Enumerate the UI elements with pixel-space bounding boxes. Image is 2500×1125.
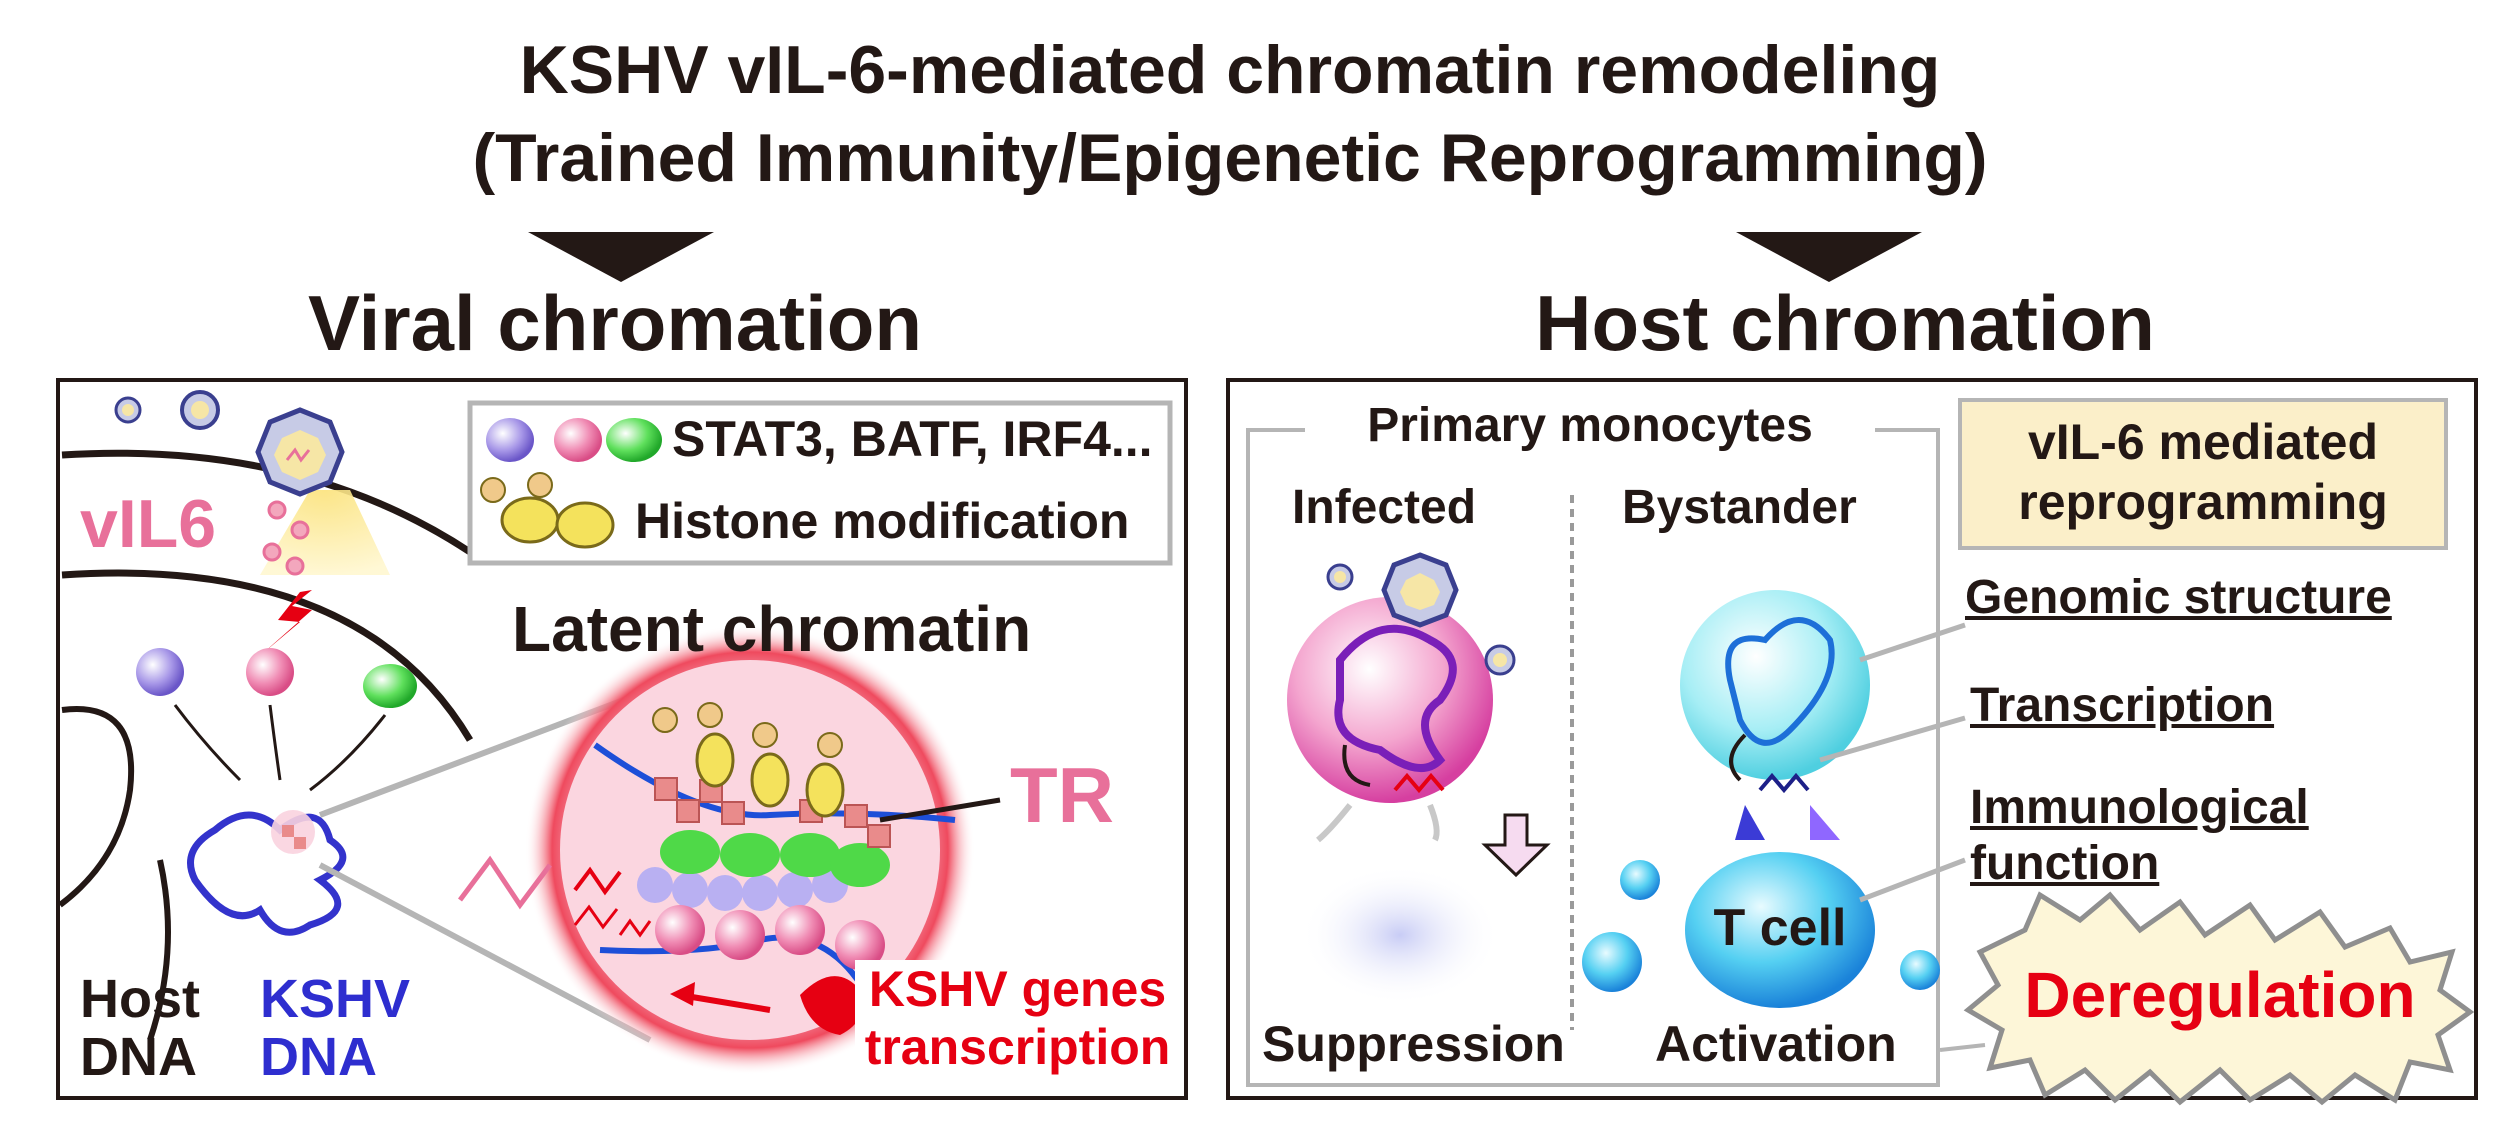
legend-factors-text: STAT3, BATF, IRF4... [672,411,1153,467]
histone-icon [480,472,615,549]
small-virion-icon [114,390,220,430]
reprogramming-line-1: vIL-6 mediated [2027,414,2379,470]
transcription-label: Transcription [1970,679,2275,732]
viral-chromation-heading: Viral chromation [307,279,923,367]
reprogramming-label: vIL-6 mediated reprogramming [1960,412,2446,532]
host-chromation-heading: Host chromation [1535,279,2155,367]
host-dna-line-2: DNA [80,1027,197,1087]
deregulation-burst [1963,891,2475,1106]
figure-title-line-1: KSHV vIL-6-mediated chromatin remodeling [519,32,1941,108]
down-arrow-right-icon [1736,232,1922,282]
nucleosome-row [637,830,890,970]
host-dna-line-1: Host [80,969,200,1029]
kshv-transcription-line-2: transcription [864,1019,1171,1075]
kshv-transcription-line-1: KSHV genes [868,961,1167,1017]
vil6-label: vIL6 [80,486,217,562]
figure-title-line-2: (Trained Immunity/Epigenetic Reprogrammi… [472,120,1988,196]
reprogramming-line-2: reprogramming [2018,474,2388,530]
down-arrow-left-icon [528,232,714,282]
immunological-line-2: function [1970,837,2160,890]
kshv-dna-line-1: KSHV [260,969,411,1029]
tr-label: TR [1010,751,1114,839]
deregulation-label: Deregulation [2024,959,2416,1031]
genomic-structure-label: Genomic structure [1965,571,2392,624]
virion-icon-right [1326,552,1516,676]
t-cell-label: T cell [1713,899,1847,957]
activation-label: Activation [1655,1016,1897,1072]
bystander-label: Bystander [1622,481,1857,534]
kshv-transcription-label: KSHV genes transcription [855,960,1180,1076]
virion-icon [255,407,345,497]
latent-chromatin-label: Latent chromatin [512,593,1032,665]
infected-label: Infected [1292,481,1477,534]
immunological-function-label: Immunological function [1970,780,2309,892]
legend-histone-text: Histone modification [635,493,1130,549]
primary-monocytes-label: Primary monocytes [1367,399,1813,452]
kshv-dna-line-2: DNA [260,1027,377,1087]
histone-tail-markers [652,702,891,848]
host-dna-label: Host DNA [80,970,200,1086]
suppression-label: Suppression [1262,1016,1565,1072]
immunological-line-1: Immunological [1970,781,2309,834]
kshv-dna-label: KSHV DNA [260,970,410,1086]
